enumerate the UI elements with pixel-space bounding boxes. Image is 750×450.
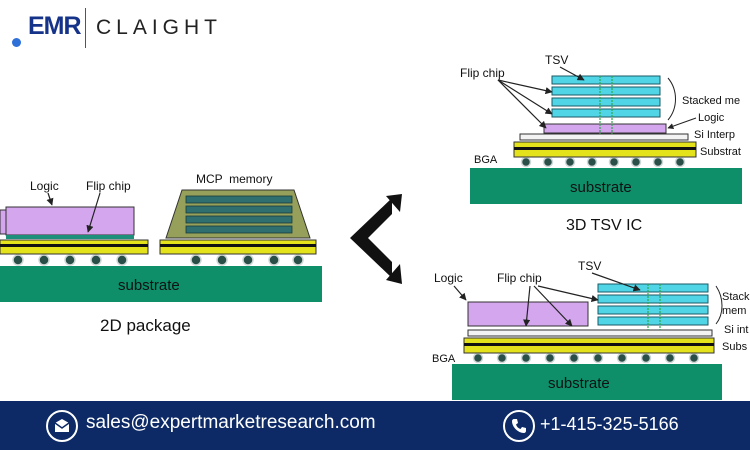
solder-balls-3d [520,156,686,168]
stacked-memory-label-3d: Stacked me [682,95,740,107]
email-icon [46,410,78,442]
solder-balls-2d [12,254,304,266]
memory-stack-3d [551,75,661,118]
substrate-3d-label: substrate [570,179,632,196]
si-interposer-label-25d: Si int [724,324,748,336]
substrate-25d-label: substrate [548,375,610,392]
tsv-label-3d: TSV [545,53,568,67]
si-interposer-3d [519,133,689,141]
substrate-2d [0,266,322,302]
logic-label-3d: Logic [698,112,725,124]
substrate-2d-label: substrate [118,277,180,294]
logic-die-2d [5,206,135,236]
flip-chip-label-25d: Flip chip [497,271,542,285]
tsv-label-25d: TSV [578,259,601,273]
solder-balls-25d [472,352,700,364]
bga-label-3d: BGA [474,154,498,166]
package-3d-tsv: substrate Flip chip TSV Stacked me Logic… [460,53,742,234]
logo-divider [85,8,86,48]
substrate-3d [470,168,742,204]
contact-phone-link[interactable]: +1-415-325-5166 [540,414,679,434]
logic-die-3d [543,123,667,134]
si-interposer-label-3d: Si Interp [694,129,735,141]
mcp-memory-stack [185,195,293,234]
transition-arrow-icon [350,194,402,284]
package-2d: substrate Logic Flip chip MCP memory [0,172,322,335]
si-interposer-25d [467,329,713,337]
mcp-memory-label: MCP memory [196,172,272,186]
package-25d: substrate Logic Flip chip TSV Stack mem [432,259,750,400]
substrate-side-label-25d: Subs [722,341,748,353]
memory-stack-25d [597,283,709,326]
substrate-25d [452,364,722,400]
logo-emr: EMR [28,12,82,40]
contact-email-link[interactable]: sales@expertmarketresearch.com [86,412,376,433]
logic-label-2d: Logic [30,179,59,193]
logo-dot-icon [12,38,21,47]
flip-chip-label-3d: Flip chip [460,66,505,80]
substrate-side-label-3d: Substrat [700,146,741,158]
caption-2d: 2D package [100,316,191,335]
packaging-diagram: substrate Logic Flip chip MCP memory [0,53,750,400]
flip-chip-label-2d: Flip chip [86,179,131,193]
stacked-label-25d-2: mem [722,305,746,317]
logic-label-25d: Logic [434,271,463,285]
caption-3d: 3D TSV IC [566,217,642,234]
contact-footer [0,401,750,450]
phone-icon [503,410,535,442]
stacked-label-25d-1: Stack [722,291,750,303]
bga-label-25d: BGA [432,353,456,365]
logo-claight: CLAIGHT [96,16,223,39]
